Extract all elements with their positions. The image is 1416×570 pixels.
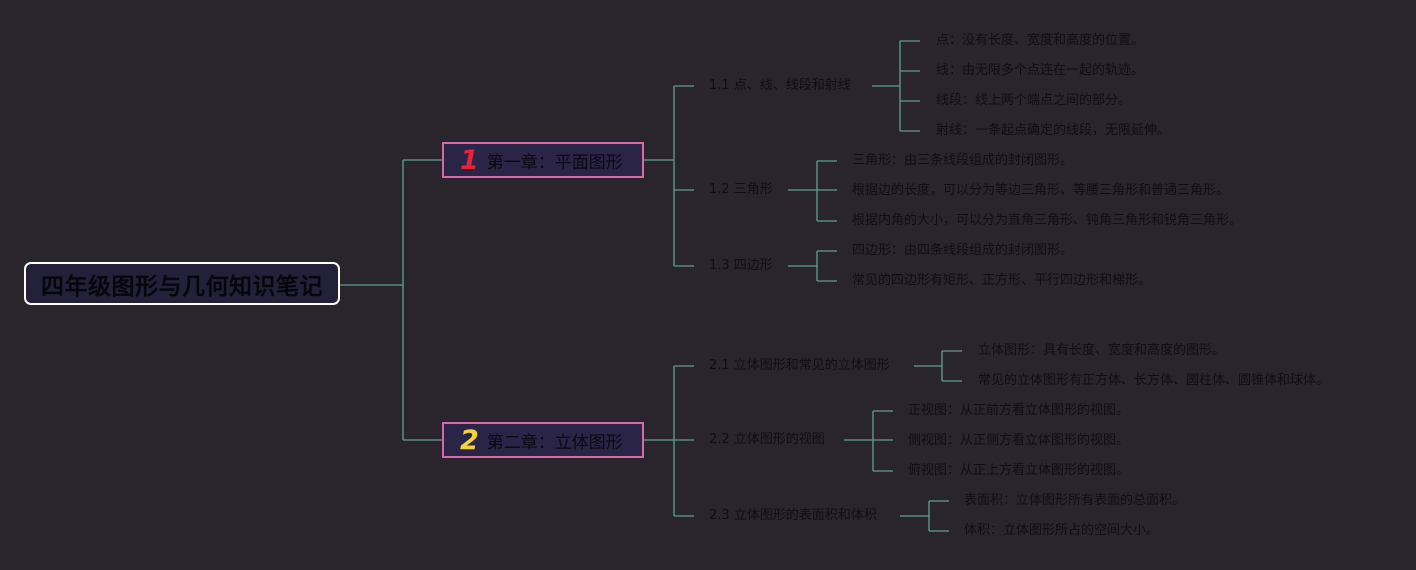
item-2-3-1[interactable]: 表面积：立体图形所有表面的总面积。	[964, 493, 1186, 508]
chapter-2-node[interactable]: 2 第二章：立体图形	[442, 422, 644, 458]
connector-chapter1-sections	[644, 85, 694, 267]
item-2-2-2[interactable]: 侧视图：从正侧方看立体图形的视图。	[908, 433, 1130, 448]
item-1-2-3[interactable]: 根据内角的大小，可以分为直角三角形、钝角三角形和锐角三角形。	[852, 213, 1243, 228]
connector-s12-items	[788, 160, 837, 222]
connector-s23-items	[900, 500, 949, 532]
root-node[interactable]: 四年级图形与几何知识笔记	[24, 262, 340, 305]
item-1-1-2[interactable]: 线：由无限多个点连在一起的轨迹。	[936, 63, 1145, 78]
connector-chapter2-sections	[644, 365, 694, 517]
chapter-1-title: 第一章：平面图形	[486, 152, 623, 173]
item-2-2-3[interactable]: 俯视图：从正上方看立体图形的视图。	[908, 463, 1130, 478]
item-2-1-2[interactable]: 常见的立体图形有正方体、长方体、圆柱体、圆锥体和球体。	[978, 373, 1330, 388]
chapter-1-node[interactable]: 1 第一章：平面图形	[442, 142, 644, 178]
root-title: 四年级图形与几何知识笔记	[41, 273, 323, 300]
section-1-3[interactable]: 1.3 四边形	[709, 258, 773, 273]
item-1-3-2[interactable]: 常见的四边形有矩形、正方形、平行四边形和梯形。	[852, 273, 1152, 288]
connector-root-chapters	[340, 159, 442, 441]
item-1-1-4[interactable]: 射线：一条起点确定的线段，无限延伸。	[936, 123, 1171, 138]
connector-s21-items	[914, 350, 962, 382]
item-1-2-1[interactable]: 三角形：由三条线段组成的封闭图形。	[852, 153, 1074, 168]
chapter-2-number-badge: 2	[460, 424, 479, 456]
item-2-3-2[interactable]: 体积：立体图形所占的空间大小。	[964, 523, 1160, 538]
connector-s11-items	[872, 40, 920, 132]
item-1-2-2[interactable]: 根据边的长度，可以分为等边三角形、等腰三角形和普通三角形。	[852, 183, 1230, 198]
chapter-2-title: 第二章：立体图形	[486, 432, 623, 453]
item-1-3-1[interactable]: 四边形：由四条线段组成的封闭图形。	[852, 243, 1074, 258]
section-2-2[interactable]: 2.2 立体图形的视图	[709, 432, 825, 447]
section-1-2[interactable]: 1.2 三角形	[709, 182, 773, 197]
chapter-1-number-badge: 1	[460, 144, 479, 176]
section-2-1[interactable]: 2.1 立体图形和常见的立体图形	[709, 358, 890, 373]
item-1-1-1[interactable]: 点：没有长度、宽度和高度的位置。	[936, 33, 1145, 48]
connector-s22-items	[844, 410, 893, 472]
item-1-1-3[interactable]: 线段：线上两个端点之间的部分。	[936, 93, 1132, 108]
item-2-1-1[interactable]: 立体图形：具有长度、宽度和高度的图形。	[978, 343, 1226, 358]
connector-s13-items	[788, 250, 837, 282]
item-2-2-1[interactable]: 正视图：从正前方看立体图形的视图。	[908, 403, 1130, 418]
section-1-1[interactable]: 1.1 点、线、线段和射线	[709, 78, 851, 93]
section-2-3[interactable]: 2.3 立体图形的表面积和体积	[709, 508, 877, 523]
